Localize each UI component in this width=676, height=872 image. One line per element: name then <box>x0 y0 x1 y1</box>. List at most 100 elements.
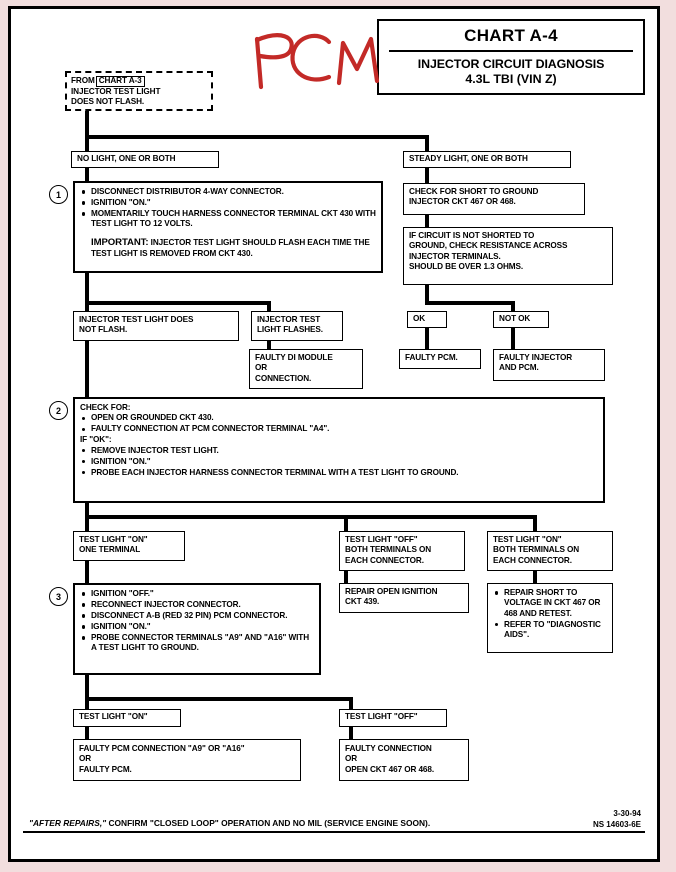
connector-to-not-ok <box>511 301 515 311</box>
resistance-line2: GROUND, CHECK RESISTANCE ACROSS <box>409 241 568 251</box>
connector-ok-down <box>425 328 429 349</box>
connector-on-one-down <box>85 561 89 583</box>
repair-open-line2: CKT 439. <box>345 597 380 607</box>
footer-part-number: NS 14603-6E <box>592 819 641 829</box>
faulty-pcm-connection-box: FAULTY PCM CONNECTION "A9" OR "A16" OR F… <box>73 739 301 781</box>
step-3-number: 3 <box>49 587 68 606</box>
on-one-line1: TEST LIGHT "ON" <box>79 535 148 544</box>
connector-bottom-split <box>85 697 353 701</box>
connector-bottom-off-down <box>349 727 353 741</box>
connector-no-light-down <box>85 168 89 183</box>
repair-open-line1: REPAIR OPEN IGNITION <box>345 587 438 596</box>
faulty-di-module-box: FAULTY DI MODULE OR CONNECTION. <box>249 349 363 389</box>
step-3-bullet: DISCONNECT A-B (RED 32 PIN) PCM CONNECTO… <box>80 611 314 621</box>
connector-step2-split <box>85 515 537 519</box>
not-ok-result-line2: AND PCM. <box>499 363 539 373</box>
connector-step3-down <box>85 675 89 717</box>
bottom-test-light-off-label: TEST LIGHT "OFF" <box>339 709 447 727</box>
entry-line3: DOES NOT FLASH. <box>71 96 145 106</box>
step-2-bullet: PROBE EACH INJECTOR HARNESS CONNECTOR TE… <box>80 468 598 478</box>
bottom-off-result-line3: OPEN CKT 467 OR 468. <box>345 764 435 774</box>
step-1-bullet-list: DISCONNECT DISTRIBUTOR 4-WAY CONNECTOR. … <box>80 187 376 230</box>
step-3-box: IGNITION "OFF." RECONNECT INJECTOR CONNE… <box>73 583 321 675</box>
step-2-bullet-list-a: OPEN OR GROUNDED CKT 430. FAULTY CONNECT… <box>80 413 598 434</box>
step-1-important-text: INJECTOR TEST LIGHT SHOULD FLASH EACH TI… <box>91 238 370 259</box>
step-3-bullet: IGNITION "ON." <box>80 622 314 632</box>
chart-number: CHART A-4 <box>464 26 558 45</box>
test-light-no-flash-box: INJECTOR TEST LIGHT DOES NOT FLASH. <box>73 311 239 341</box>
header-divider <box>389 50 633 52</box>
entry-from-label: FROM <box>71 76 95 85</box>
resistance-check-box: IF CIRCUIT IS NOT SHORTED TO GROUND, CHE… <box>403 227 613 285</box>
connector-on-both-down <box>533 571 537 583</box>
connector-to-off-both <box>344 515 348 533</box>
not-ok-label-box: NOT OK <box>493 311 549 328</box>
step-2-heading: CHECK FOR: <box>80 403 131 412</box>
footer-part-info: 3-30-94 NS 14603-6E <box>593 809 641 830</box>
step-2-number: 2 <box>49 401 68 420</box>
step-1-important-label: IMPORTANT: <box>91 237 149 249</box>
repair-short-to-voltage-box: REPAIR SHORT TO VOLTAGE IN CKT 467 OR 46… <box>487 583 613 653</box>
not-ok-result-line1: FAULTY INJECTOR <box>499 353 573 362</box>
connector-entry-down <box>85 111 89 139</box>
flashes-line2: LIGHT FLASHES. <box>257 325 323 335</box>
connector-no-flash-to-step2 <box>85 341 89 397</box>
step-3-bullet: IGNITION "OFF." <box>80 589 314 599</box>
test-light-flashes-box: INJECTOR TEST LIGHT FLASHES. <box>251 311 343 341</box>
connector-to-on-one <box>85 515 89 533</box>
chart-title-line2: 4.3L TBI (VIN Z) <box>465 72 557 86</box>
connector-to-flashes <box>267 301 271 311</box>
repair-short-bullet-list: REPAIR SHORT TO VOLTAGE IN CKT 467 OR 46… <box>493 588 607 640</box>
step-2-bullet: IGNITION "ON." <box>80 457 598 467</box>
step-2-bullet: REMOVE INJECTOR TEST LIGHT. <box>80 446 598 456</box>
step-1-box: DISCONNECT DISTRIBUTOR 4-WAY CONNECTOR. … <box>73 181 383 273</box>
bottom-on-result-line2: OR <box>79 754 92 764</box>
connector-step1-split <box>85 301 271 305</box>
off-both-line2: BOTH TERMINALS ON <box>345 545 432 555</box>
repair-short-bullet: REFER TO "DIAGNOSTIC AIDS". <box>493 620 607 641</box>
faulty-injector-and-pcm-box: FAULTY INJECTOR AND PCM. <box>493 349 605 381</box>
on-both-line1: TEST LIGHT "ON" <box>493 535 562 544</box>
connector-ok-split <box>425 301 515 305</box>
repair-short-bullet: REPAIR SHORT TO VOLTAGE IN CKT 467 OR 46… <box>493 588 607 619</box>
off-both-line1: TEST LIGHT "OFF" <box>345 535 418 544</box>
on-both-line3: EACH CONNECTOR. <box>493 555 572 565</box>
step-3-bullet: PROBE CONNECTOR TERMINALS "A9" AND "A16"… <box>80 633 314 654</box>
connector-check-short-down <box>425 215 429 229</box>
step-2-bullet-list-b: REMOVE INJECTOR TEST LIGHT. IGNITION "ON… <box>80 446 598 478</box>
footer-note-rest: CONFIRM "CLOSED LOOP" OPERATION AND NO M… <box>106 818 431 828</box>
footer-divider <box>23 831 645 833</box>
test-light-on-one-terminal-box: TEST LIGHT "ON" ONE TERMINAL <box>73 531 185 561</box>
connector-to-bottom-off <box>349 697 353 717</box>
check-short-to-ground-box: CHECK FOR SHORT TO GROUND INJECTOR CKT 4… <box>403 183 585 215</box>
connector-resistance-down <box>425 285 429 305</box>
no-flash-line2: NOT FLASH. <box>79 325 128 335</box>
faulty-connection-open-ckt-box: FAULTY CONNECTION OR OPEN CKT 467 OR 468… <box>339 739 469 781</box>
connector-bottom-on-down <box>85 727 89 741</box>
resistance-line1: IF CIRCUIT IS NOT SHORTED TO <box>409 231 535 240</box>
test-light-on-both-box: TEST LIGHT "ON" BOTH TERMINALS ON EACH C… <box>487 531 613 571</box>
connector-to-right-branch <box>425 135 429 153</box>
bottom-off-result-line1: FAULTY CONNECTION <box>345 744 432 753</box>
ok-label-box: OK <box>407 311 447 328</box>
test-light-off-both-box: TEST LIGHT "OFF" BOTH TERMINALS ON EACH … <box>339 531 465 571</box>
on-both-line2: BOTH TERMINALS ON <box>493 545 580 555</box>
bottom-test-light-on-label: TEST LIGHT "ON" <box>73 709 181 727</box>
connector-step1-down <box>85 273 89 311</box>
entry-chart-reference[interactable]: CHART A-3 <box>95 76 145 87</box>
chart-title-line1: INJECTOR CIRCUIT DIAGNOSIS <box>417 57 605 71</box>
footer-date: 3-30-94 <box>613 809 641 819</box>
step-1-bullet: DISCONNECT DISTRIBUTOR 4-WAY CONNECTOR. <box>80 187 376 197</box>
step-1-bullet: MOMENTARILY TOUCH HARNESS CONNECTOR TERM… <box>80 209 376 230</box>
no-flash-line1: INJECTOR TEST LIGHT DOES <box>79 315 194 324</box>
di-module-line2: OR <box>255 363 268 373</box>
off-both-line3: EACH CONNECTOR. <box>345 555 424 565</box>
footer-note: "AFTER REPAIRS," CONFIRM "CLOSED LOOP" O… <box>29 818 549 828</box>
chart-sheet: CHART A-4 INJECTOR CIRCUIT DIAGNOSIS 4.3… <box>8 6 660 862</box>
bottom-on-result-line3: FAULTY PCM. <box>79 764 132 774</box>
bottom-off-result-line2: OR <box>345 754 358 764</box>
faulty-pcm-box: FAULTY PCM. <box>399 349 481 369</box>
step-2-if-ok: IF "OK": <box>80 435 112 445</box>
step-2-box: CHECK FOR: OPEN OR GROUNDED CKT 430. FAU… <box>73 397 605 503</box>
